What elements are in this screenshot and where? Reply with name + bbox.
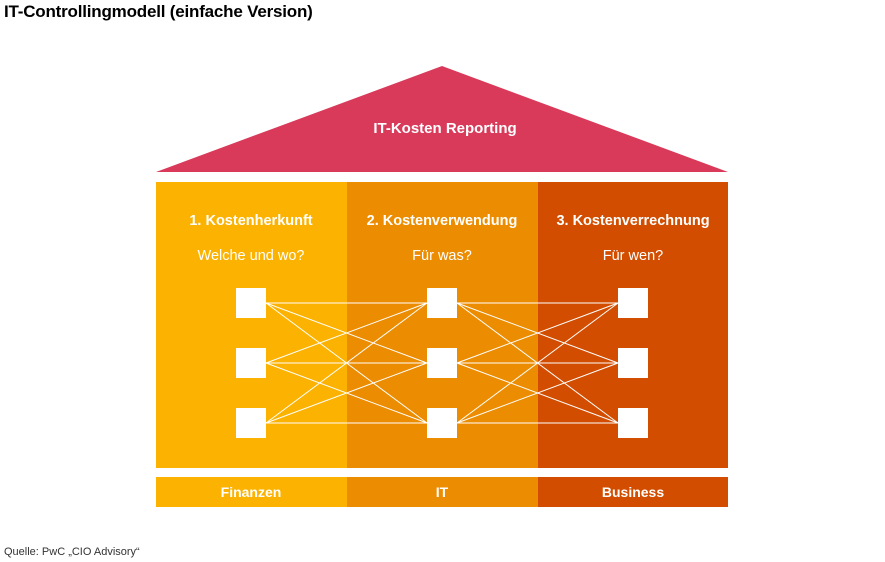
connector-line (456, 302, 619, 364)
node-square (236, 288, 266, 318)
footer-business (538, 477, 728, 507)
node-square (427, 348, 457, 378)
node-square (427, 288, 457, 318)
column-heading-kostenverwendung: 2. Kostenverwendung (367, 213, 518, 229)
connector-line (265, 362, 428, 424)
column-question-kostenherkunft: Welche und wo? (198, 248, 305, 264)
node-square (236, 348, 266, 378)
node-square (236, 408, 266, 438)
footer-label-it: IT (436, 484, 449, 500)
footer-label-business: Business (602, 484, 664, 500)
connector-line (265, 302, 428, 364)
column-heading-kostenherkunft: 1. Kostenherkunft (189, 213, 312, 229)
connector-line (265, 302, 428, 424)
column-question-kostenverrechnung: Für wen? (603, 248, 663, 264)
footer-it (347, 477, 538, 507)
roof-triangle (156, 66, 728, 172)
node-square (618, 288, 648, 318)
column-question-kostenverwendung: Für was? (412, 248, 472, 264)
node-square (427, 408, 457, 438)
connector-line (456, 302, 619, 424)
diagram-title: IT-Controllingmodell (einfache Version) (4, 2, 313, 21)
source-note: Quelle: PwC „CIO Advisory“ (4, 546, 140, 558)
footer-finanzen (156, 477, 347, 507)
footer-label-finanzen: Finanzen (221, 484, 282, 500)
column-heading-kostenverrechnung: 3. Kostenverrechnung (556, 213, 709, 229)
roof-label: IT-Kosten Reporting (373, 120, 516, 137)
node-square (618, 348, 648, 378)
node-square (618, 408, 648, 438)
nodes (236, 288, 648, 438)
connector-line (456, 362, 619, 424)
connector-lines (265, 302, 619, 424)
